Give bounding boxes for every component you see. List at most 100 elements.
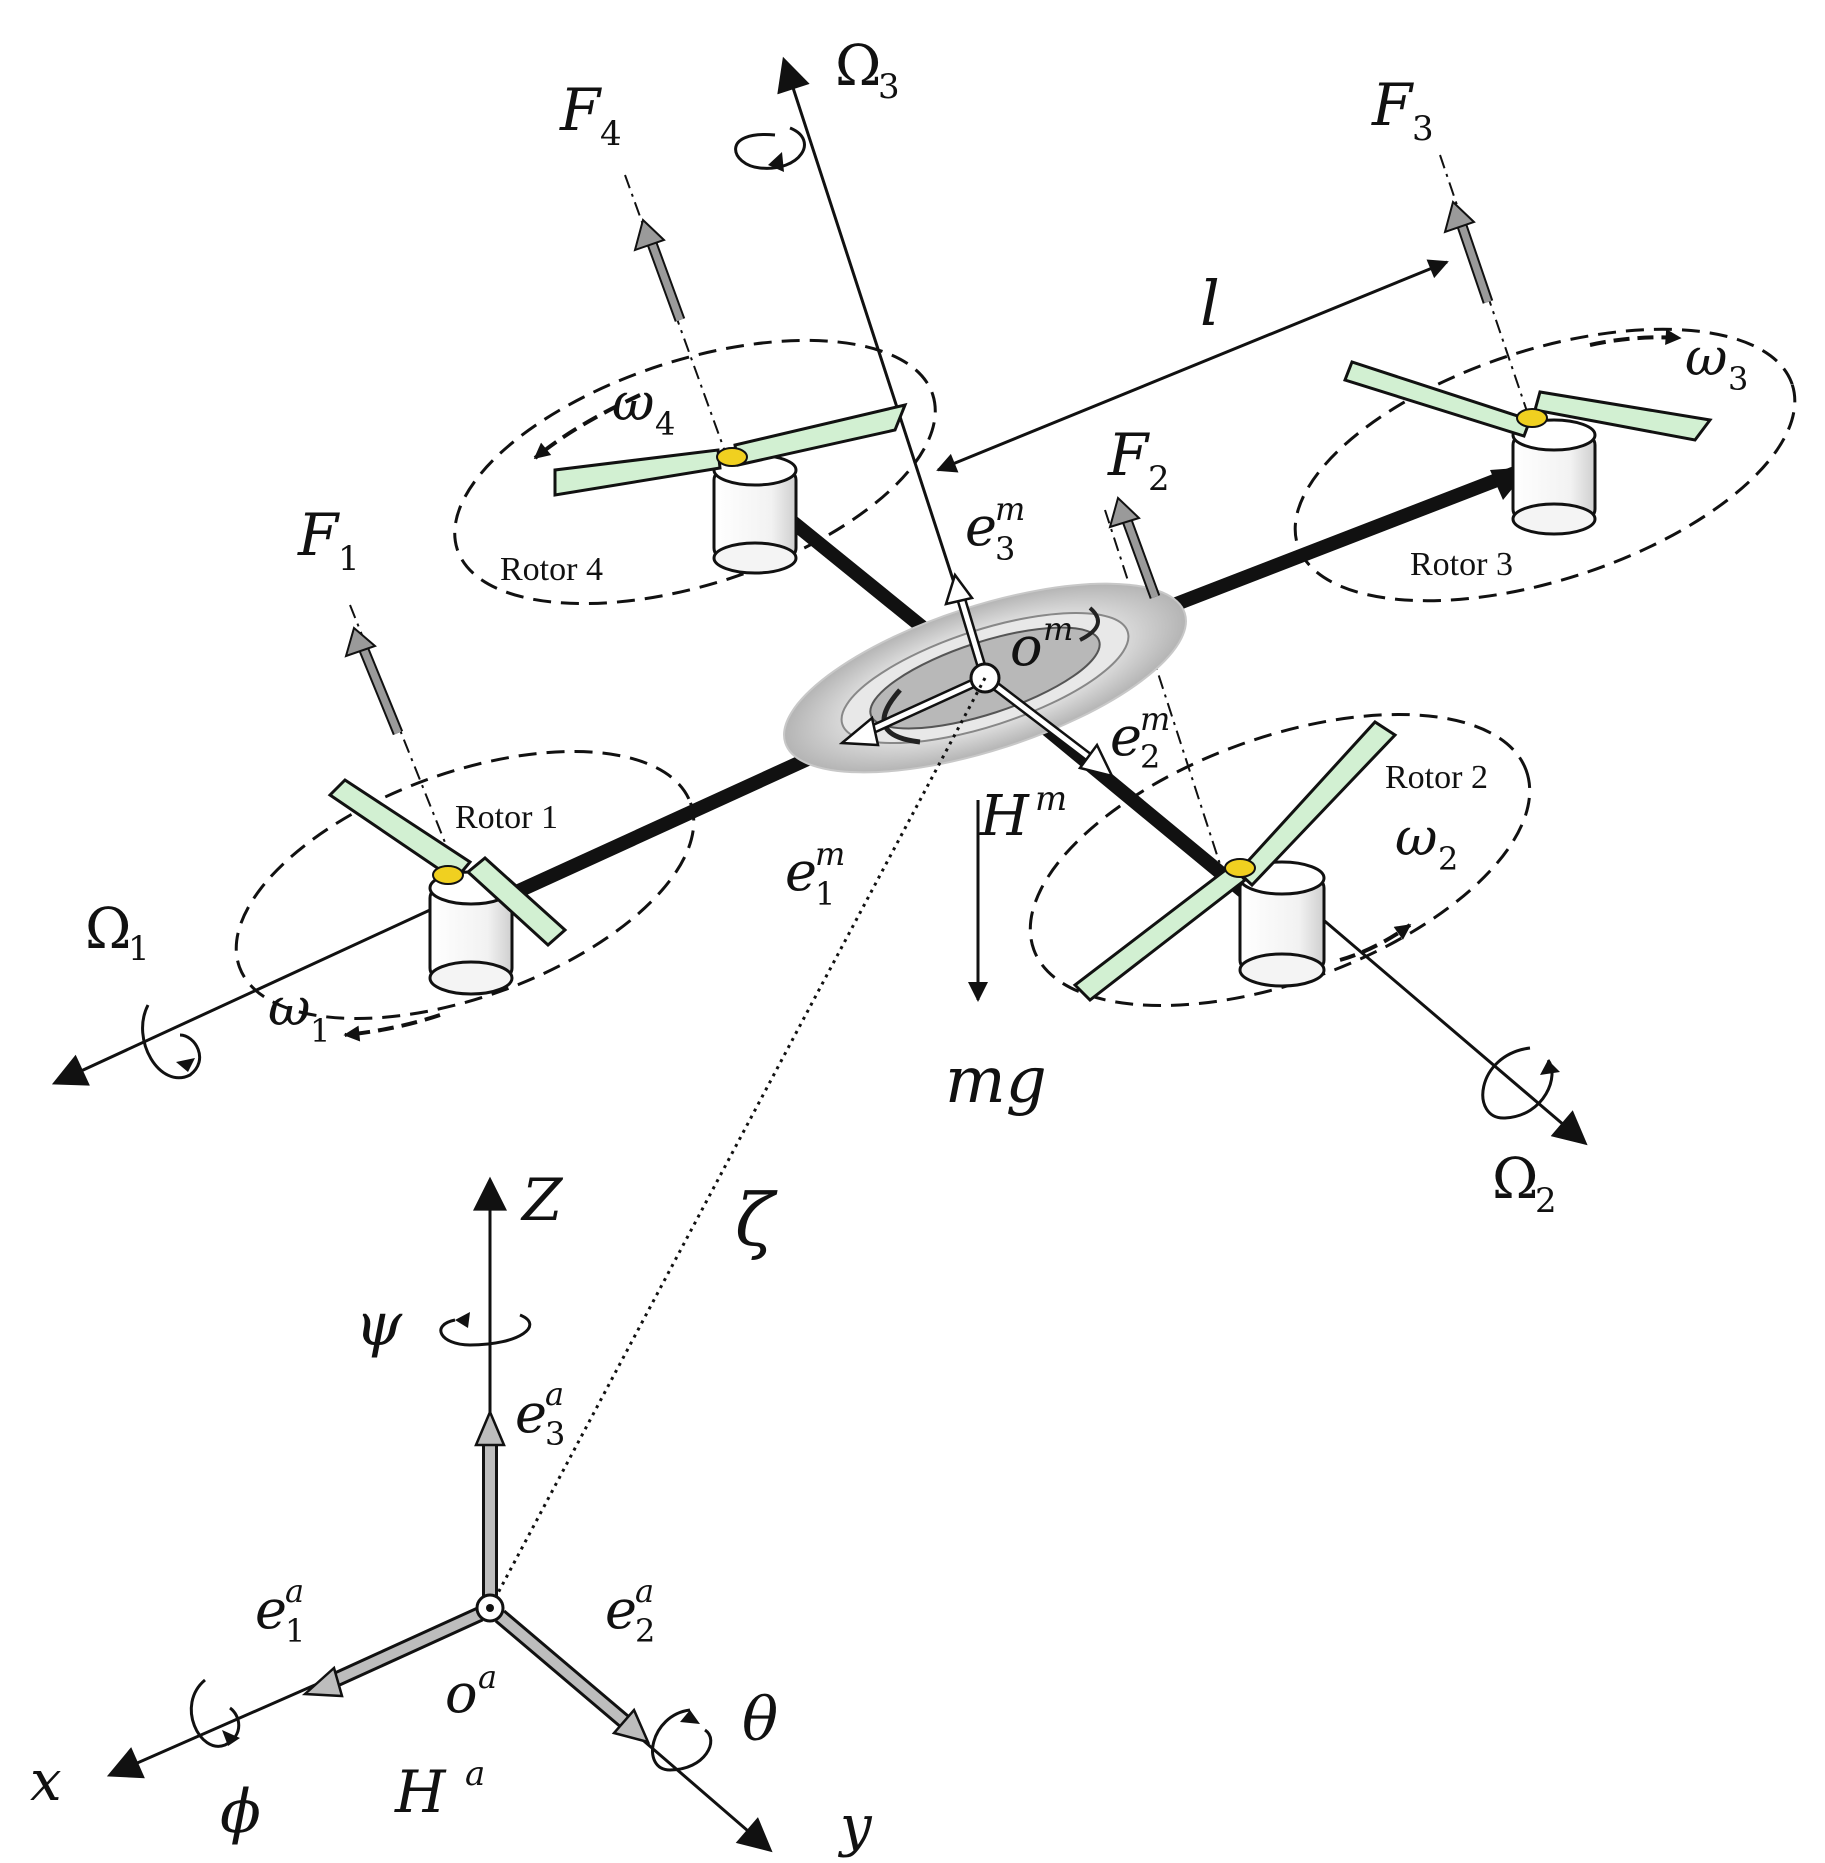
label-phi: ϕ bbox=[220, 1777, 261, 1847]
label-z: Z bbox=[520, 1166, 564, 1234]
omega2-curl bbox=[1481, 1046, 1554, 1120]
svg-text:1: 1 bbox=[338, 539, 360, 579]
rotor3-assembly bbox=[1343, 360, 1713, 536]
svg-text:1: 1 bbox=[815, 875, 835, 913]
svg-text:o: o bbox=[1010, 615, 1043, 678]
rotor3-label: Rotor 3 bbox=[1410, 546, 1513, 583]
svg-text:o: o bbox=[445, 1662, 478, 1725]
omega2-spin-arrow bbox=[1339, 923, 1412, 962]
svg-text:2: 2 bbox=[1535, 1181, 1557, 1221]
svg-text:3: 3 bbox=[1728, 360, 1748, 398]
omega1-spin-arrow bbox=[343, 1013, 441, 1042]
svg-text:e: e bbox=[1110, 705, 1142, 768]
svg-text:2: 2 bbox=[1148, 459, 1170, 499]
force-arrow-f4 bbox=[633, 218, 686, 322]
svg-text:a: a bbox=[545, 1375, 564, 1413]
label-ha: H a bbox=[394, 1754, 485, 1826]
label-e2m: e m 2 bbox=[1110, 700, 1170, 776]
svg-text:2: 2 bbox=[1140, 738, 1160, 776]
label-theta: θ bbox=[742, 1685, 778, 1755]
svg-text:H: H bbox=[394, 1758, 447, 1826]
label-e1a: e a 1 bbox=[255, 1572, 305, 1650]
svg-text:Ω: Ω bbox=[1492, 1147, 1538, 1212]
svg-text:m: m bbox=[1035, 779, 1067, 819]
psi-curl bbox=[439, 1313, 532, 1347]
svg-text:m: m bbox=[815, 835, 845, 873]
label-omega1-spin: ω 1 bbox=[268, 978, 330, 1050]
omega2-axis bbox=[1299, 898, 1588, 1146]
svg-text:e: e bbox=[785, 840, 817, 903]
svg-text:e: e bbox=[605, 1578, 637, 1641]
rotor2-assembly bbox=[1072, 720, 1398, 1002]
svg-text:m: m bbox=[1043, 610, 1073, 648]
label-e1m: e m 1 bbox=[785, 835, 845, 913]
omega1-curl bbox=[141, 1004, 202, 1079]
omega3-curl bbox=[734, 126, 806, 170]
e1a-arrow bbox=[301, 1606, 484, 1698]
phi-curl bbox=[189, 1678, 241, 1748]
e2a-arrow bbox=[494, 1609, 651, 1744]
svg-text:4: 4 bbox=[600, 114, 622, 154]
hub-rotation-mark-2 bbox=[1079, 606, 1100, 642]
e1m-arrow bbox=[838, 673, 988, 747]
rotor4-disk bbox=[453, 338, 937, 606]
label-e2a: e a 2 bbox=[605, 1572, 655, 1650]
svg-text:a: a bbox=[635, 1572, 654, 1610]
svg-text:Ω: Ω bbox=[835, 34, 881, 99]
svg-text:4: 4 bbox=[655, 405, 675, 443]
svg-text:Ω: Ω bbox=[85, 897, 131, 962]
svg-text:a: a bbox=[465, 1754, 485, 1794]
f2-line bbox=[1104, 509, 1231, 896]
svg-text:3: 3 bbox=[1412, 109, 1434, 149]
label-zeta: ζ bbox=[735, 1178, 778, 1262]
svg-text:2: 2 bbox=[1438, 840, 1458, 878]
svg-text:e: e bbox=[515, 1382, 547, 1445]
label-omega4-spin: ω 4 bbox=[612, 373, 675, 443]
label-x: x bbox=[30, 1749, 62, 1814]
force-arrow-f2 bbox=[1108, 496, 1161, 599]
label-hm: H m bbox=[979, 779, 1067, 849]
label-omega2-spin: ω 2 bbox=[1395, 808, 1458, 878]
svg-text:a: a bbox=[478, 1658, 497, 1696]
arm-length-indicator bbox=[936, 259, 1449, 473]
svg-text:m: m bbox=[1140, 700, 1170, 738]
rotor1-disk bbox=[234, 750, 696, 1020]
svg-text:H: H bbox=[979, 784, 1030, 849]
svg-text:ω: ω bbox=[1685, 328, 1727, 388]
e2m-arrow bbox=[981, 674, 1115, 778]
label-omega3-spin: ω 3 bbox=[1685, 328, 1748, 398]
label-f4: F 4 bbox=[559, 76, 622, 154]
svg-text:ω: ω bbox=[1395, 808, 1437, 868]
svg-text:2: 2 bbox=[635, 1612, 655, 1650]
omega3-axis bbox=[777, 56, 987, 679]
svg-text:3: 3 bbox=[878, 67, 900, 107]
label-oa: o a bbox=[445, 1658, 497, 1725]
rotor1-label: Rotor 1 bbox=[455, 799, 558, 836]
svg-text:m: m bbox=[995, 490, 1025, 528]
label-om: o m bbox=[1010, 610, 1073, 678]
label-f1: F 1 bbox=[297, 501, 360, 579]
svg-text:ω: ω bbox=[612, 373, 654, 433]
label-omega1: Ω 1 bbox=[85, 897, 150, 969]
svg-text:F: F bbox=[297, 501, 340, 569]
label-omega3: Ω 3 bbox=[835, 34, 900, 107]
svg-text:ω: ω bbox=[268, 978, 310, 1038]
label-arm-length: l bbox=[1200, 267, 1220, 340]
rotor1-assembly bbox=[327, 778, 568, 996]
svg-text:1: 1 bbox=[310, 1012, 330, 1050]
svg-text:F: F bbox=[1371, 71, 1414, 139]
svg-text:1: 1 bbox=[285, 1612, 305, 1650]
zeta-line bbox=[488, 677, 987, 1609]
omega3-spin-arrow bbox=[1589, 329, 1682, 347]
svg-text:3: 3 bbox=[995, 530, 1015, 568]
rotor4-assembly bbox=[553, 402, 908, 575]
theta-curl bbox=[651, 1708, 713, 1772]
label-omega2: Ω 2 bbox=[1492, 1147, 1557, 1221]
svg-text:1: 1 bbox=[128, 929, 150, 969]
rotor2-label: Rotor 2 bbox=[1385, 759, 1488, 796]
rotor4-label: Rotor 4 bbox=[500, 551, 603, 588]
omega1-axis bbox=[51, 908, 431, 1086]
label-psi: ψ bbox=[355, 1290, 403, 1360]
